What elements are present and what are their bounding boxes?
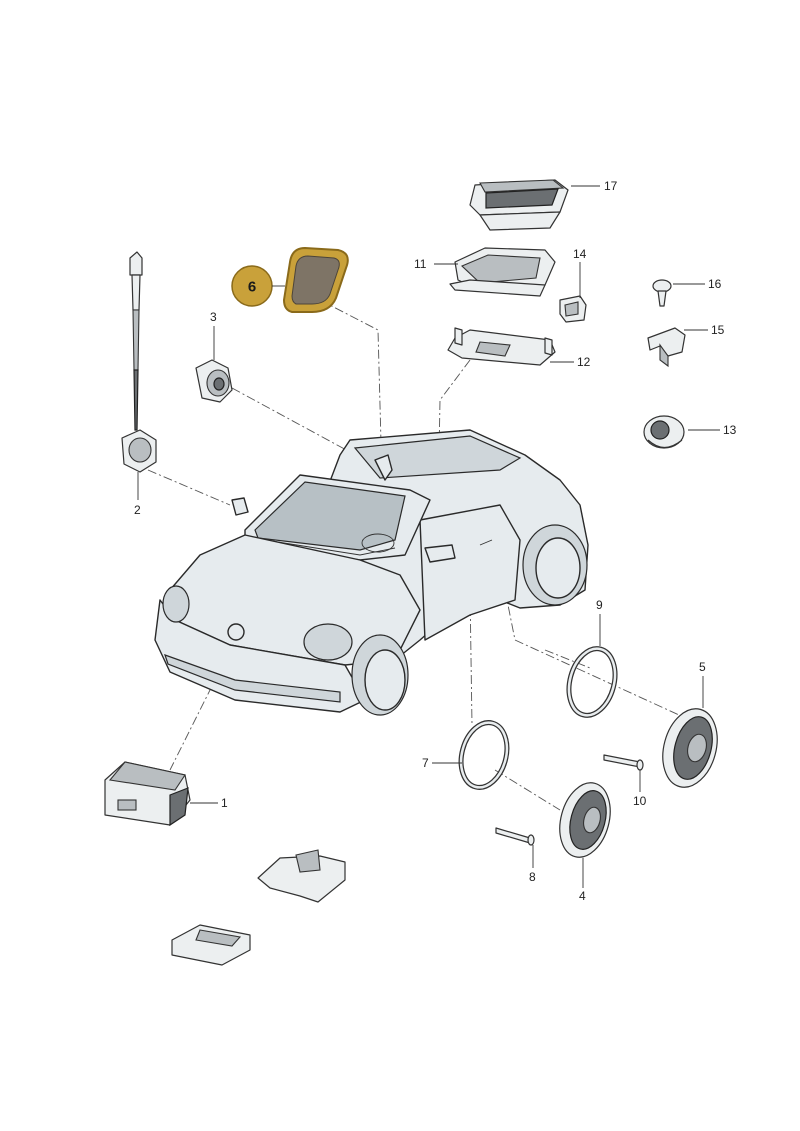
label-1: 1: [221, 796, 228, 810]
part-3-tweeter[interactable]: [195, 359, 233, 403]
label-4: 4: [579, 889, 586, 903]
part-14-connector[interactable]: [559, 295, 587, 323]
part-7-ring[interactable]: [454, 717, 514, 792]
part-bottom-module[interactable]: [171, 924, 251, 966]
part-9-ring[interactable]: [562, 643, 622, 720]
label-11: 11: [414, 257, 427, 271]
label-10: 10: [633, 794, 647, 808]
part-13-grommet[interactable]: [643, 415, 685, 449]
car-convertible: [154, 429, 589, 716]
part-1-control-unit[interactable]: [104, 761, 191, 827]
label-8: 8: [529, 870, 536, 884]
part-4-woofer[interactable]: [552, 777, 618, 863]
part-8-rivet[interactable]: [495, 827, 535, 846]
label-7: 7: [422, 756, 429, 770]
label-14: 14: [573, 247, 587, 261]
label-12: 12: [577, 355, 591, 369]
leader-lines: [137, 185, 720, 888]
label-9: 9: [596, 598, 603, 612]
label-3: 3: [210, 310, 217, 324]
label-2: 2: [134, 503, 141, 517]
part-11-amplifier[interactable]: [449, 247, 556, 297]
part-17-screw[interactable]: [652, 279, 672, 307]
part-12-mounting-bracket[interactable]: [447, 327, 556, 366]
label-15: 17: [604, 179, 618, 193]
part-labels: 17 11 14 16 15 12 13 3 2 1 9 7 5 10 8 4: [134, 179, 737, 903]
label-5: 5: [699, 660, 706, 674]
callout-6-label: 6: [248, 279, 256, 296]
part-10-rivet[interactable]: [603, 754, 644, 771]
part-2-antenna[interactable]: [121, 251, 157, 473]
part-6-speaker-cover[interactable]: [282, 246, 349, 313]
part-lower-bracket[interactable]: [257, 849, 346, 903]
part-16-clip-bracket[interactable]: [647, 327, 686, 368]
label-13: 13: [723, 423, 737, 437]
label-17: 16: [708, 277, 722, 291]
callout-6[interactable]: 6: [231, 265, 285, 307]
part-5-woofer[interactable]: [655, 703, 726, 794]
label-16: 15: [711, 323, 725, 337]
part-15-speaker-grille[interactable]: [469, 179, 569, 231]
